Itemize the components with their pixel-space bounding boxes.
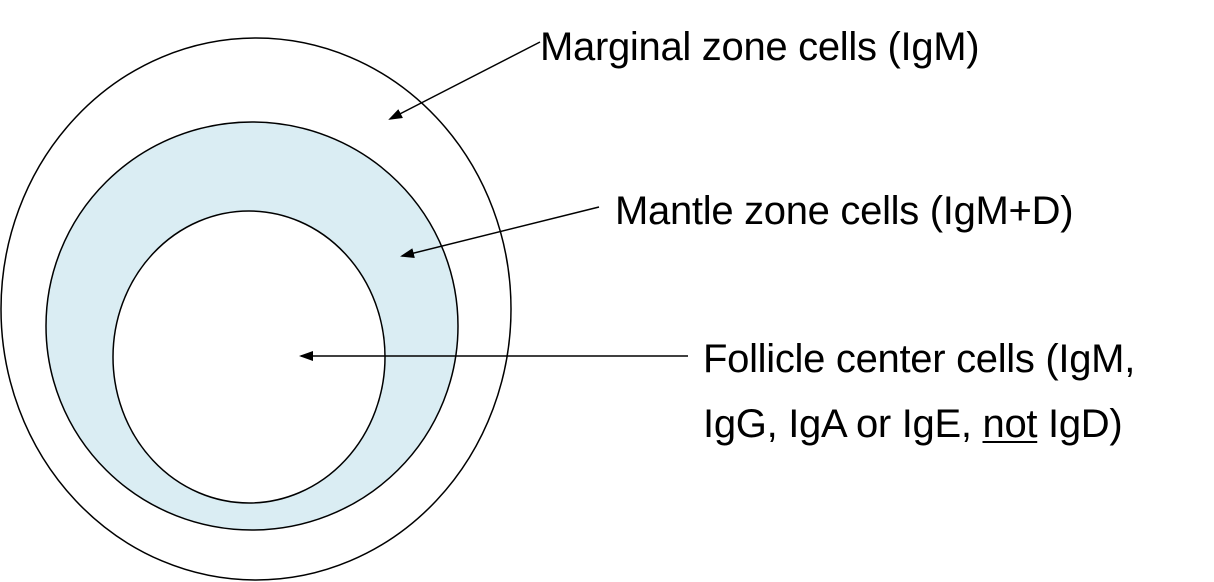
mantle-zone-label: Mantle zone cells (IgM+D) [615, 189, 1074, 233]
follicle-center-label-line1: Follicle center cells (IgM, [703, 337, 1136, 381]
follicle-label-emphasis: not [982, 402, 1038, 446]
marginal-zone-label: Marginal zone cells (IgM) [540, 25, 980, 69]
mantle-zone-arrow [400, 206, 600, 258]
follicle-center-circle [112, 210, 386, 504]
follicle-label-prefix: IgG, IgA or IgE, [703, 402, 983, 446]
follicle-label-suffix: IgD) [1037, 402, 1123, 446]
follicle-center-label-line2: IgG, IgA or IgE, not IgD) [703, 394, 1123, 454]
marginal-zone-arrow [388, 41, 541, 120]
